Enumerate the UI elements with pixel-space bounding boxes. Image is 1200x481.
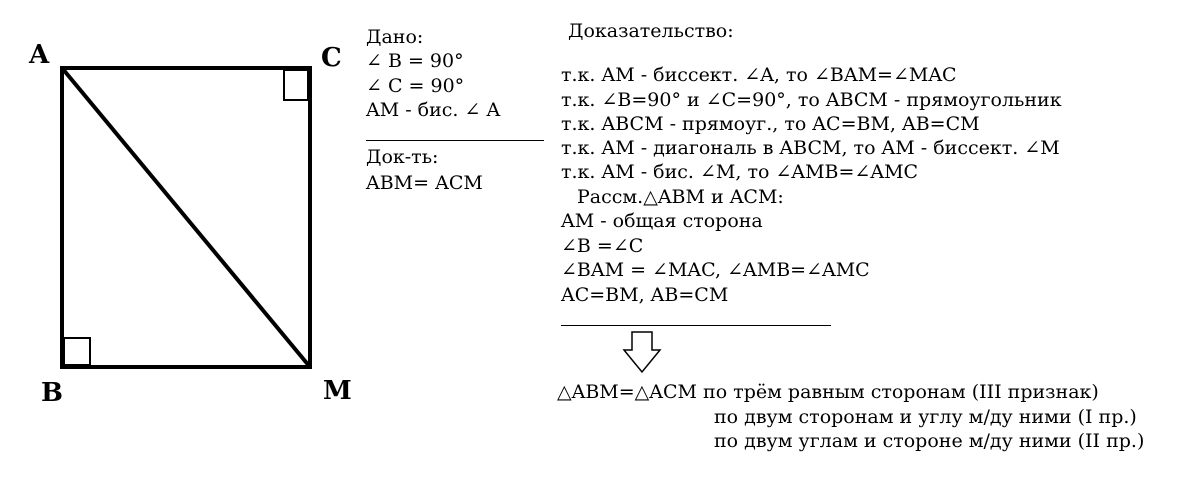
rectangle-abmc — [60, 66, 312, 369]
proof-line-4: т.к. AM - диагональ в ABCM, то AM - бисс… — [561, 137, 1060, 159]
given-title: Дано: — [366, 26, 424, 48]
right-angle-mark-b — [63, 337, 91, 366]
proof-line-2: т.к. ∠B=90° и ∠C=90°, то ABCM - прямоуго… — [561, 89, 1062, 111]
diagonal-am — [60, 66, 312, 369]
conclusion-alt-1: по двум сторонам и углу м/ду ними (I пр.… — [714, 406, 1137, 428]
proof-line-9: ∠BAM = ∠MAC, ∠AMB=∠AMC — [561, 259, 870, 281]
given-line-1: ∠ B = 90° — [366, 50, 464, 72]
proof-line-3: т.к. ABCM - прямоуг., то AC=BM, AB=CM — [561, 113, 980, 135]
vertex-label-m: M — [323, 376, 352, 406]
to-prove-title: Док-ть: — [366, 146, 439, 168]
rectangle-figure — [60, 66, 312, 369]
given-line-2: ∠ C = 90° — [366, 75, 465, 97]
given-divider — [366, 140, 544, 141]
vertex-label-b: B — [41, 378, 63, 408]
given-line-3: AM - бис. ∠ A — [366, 99, 501, 121]
proof-divider — [561, 325, 831, 326]
vertex-label-c: C — [321, 43, 342, 73]
down-arrow-icon — [622, 331, 662, 374]
conclusion-alt-2: по двум углам и стороне м/ду ними (II пр… — [714, 430, 1145, 452]
vertex-label-a: A — [29, 40, 50, 70]
proof-line-1: т.к. AM - биссект. ∠A, то ∠BAM=∠MAC — [561, 64, 957, 86]
conclusion-main: △ABM=△ACM по трём равным сторонам (III п… — [557, 381, 1099, 403]
right-angle-mark-c — [283, 69, 309, 101]
proof-line-10: AC=BM, AB=CM — [561, 284, 729, 306]
to-prove-statement: ABM= ACM — [366, 172, 483, 194]
proof-line-7: AM - общая сторона — [561, 210, 763, 232]
proof-title: Доказательство: — [568, 20, 734, 42]
proof-line-6: Рассм.△ABM и ACM: — [577, 186, 784, 208]
proof-line-8: ∠B =∠C — [561, 235, 644, 257]
proof-line-5: т.к. AM - бис. ∠M, то ∠AMB=∠AMC — [561, 161, 919, 183]
